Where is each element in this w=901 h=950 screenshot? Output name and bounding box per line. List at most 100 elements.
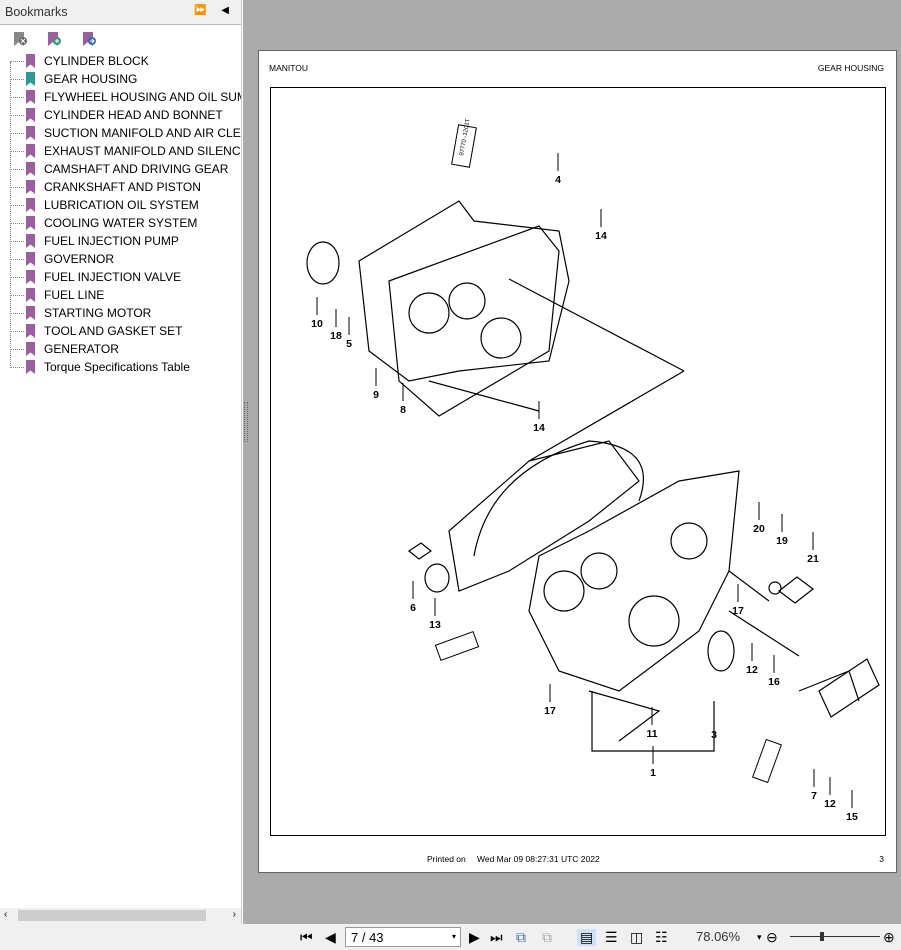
page-number: 3	[879, 854, 884, 864]
zoom-in-button[interactable]: ⊕	[883, 929, 895, 945]
bookmark-item[interactable]: STARTING MOTOR	[10, 304, 151, 322]
bookmark-icon	[26, 180, 35, 194]
continuous-facing-view-icon[interactable]: ☷	[655, 929, 668, 945]
tree-dots	[10, 132, 24, 134]
zoom-out-button[interactable]: ⊖	[766, 929, 778, 945]
bookmark-icon	[26, 234, 35, 248]
bookmarks-tree: CYLINDER BLOCK GEAR HOUSING FLYWHEEL HOUSI…	[0, 24, 241, 908]
bookmark-label: Torque Specifications Table	[44, 360, 190, 374]
part-callout: 19	[776, 535, 788, 547]
part-callout: 14	[533, 422, 545, 434]
bookmark-icon	[26, 252, 35, 266]
zoom-slider-thumb[interactable]	[820, 932, 824, 941]
bookmarks-title: Bookmarks	[5, 5, 68, 19]
bookmark-item[interactable]: FUEL LINE	[10, 286, 104, 304]
chevron-down-icon[interactable]: ▾	[451, 932, 456, 941]
panel-splitter[interactable]	[244, 402, 248, 442]
bookmark-item[interactable]: CRANKSHAFT AND PISTON	[10, 178, 201, 196]
bookmark-label: FUEL INJECTION VALVE	[44, 270, 182, 284]
next-view-icon[interactable]: ⧉	[542, 929, 552, 945]
facing-view-icon[interactable]: ◫	[630, 929, 644, 945]
scrollbar-thumb[interactable]	[18, 910, 206, 921]
tree-dots	[10, 96, 24, 98]
bookmark-label: CAMSHAFT AND DRIVING GEAR	[44, 162, 229, 176]
bookmark-icon	[26, 360, 35, 374]
part-callout: 11	[646, 728, 657, 740]
bookmark-item[interactable]: CYLINDER BLOCK	[10, 52, 149, 70]
bookmark-icon	[26, 324, 35, 338]
previous-page-button[interactable]: ◀	[325, 929, 336, 945]
diagram-frame	[270, 87, 886, 836]
tree-dots	[10, 222, 24, 224]
bookmark-icon	[26, 162, 35, 176]
bookmark-label: STARTING MOTOR	[44, 306, 152, 320]
document-viewer[interactable]: MANITOU GEAR HOUSING	[243, 0, 901, 924]
horizontal-scrollbar[interactable]: ‹ ›	[0, 908, 241, 924]
bookmark-icon	[26, 198, 35, 212]
bookmark-label: GEAR HOUSING	[44, 72, 138, 86]
tree-connector	[10, 62, 11, 368]
zoom-slider[interactable]	[790, 932, 880, 941]
bookmark-item[interactable]: LUBRICATION OIL SYSTEM	[10, 196, 199, 214]
bookmark-item[interactable]: SUCTION MANIFOLD AND AIR CLEANER	[10, 124, 241, 142]
zoom-level[interactable]: 78.06%	[696, 929, 741, 944]
bookmark-label: EXHAUST MANIFOLD AND SILENCER	[44, 144, 241, 158]
bookmark-item[interactable]: Torque Specifications Table	[10, 358, 190, 376]
part-callout: 17	[732, 605, 744, 617]
pdf-page: MANITOU GEAR HOUSING	[258, 50, 897, 873]
part-callout: 21	[807, 553, 819, 565]
part-callout: 4	[555, 174, 561, 186]
bookmark-icon	[26, 54, 35, 68]
part-callout: 16	[768, 676, 780, 688]
bookmark-item[interactable]: GEAR HOUSING	[10, 70, 137, 88]
bookmark-item[interactable]: FUEL INJECTION VALVE	[10, 268, 181, 286]
tree-dots	[10, 114, 24, 116]
tree-dots	[10, 258, 24, 260]
tree-dots	[10, 60, 24, 62]
continuous-view-icon[interactable]: ☰	[605, 929, 618, 945]
bookmark-icon	[26, 90, 35, 104]
tree-dots	[10, 366, 24, 368]
part-callout: 7	[811, 790, 817, 802]
bookmark-label: GENERATOR	[44, 342, 119, 356]
previous-view-icon[interactable]: ⧉	[516, 929, 526, 945]
bookmark-icon	[26, 270, 35, 284]
page-number-value: 7 / 43	[351, 930, 384, 945]
tree-dots	[10, 168, 24, 170]
next-page-button[interactable]: ▶	[469, 929, 480, 945]
bookmarks-header: Bookmarks	[0, 0, 241, 24]
bookmark-item[interactable]: COOLING WATER SYSTEM	[10, 214, 197, 232]
bookmark-item[interactable]: CAMSHAFT AND DRIVING GEAR	[10, 160, 228, 178]
bookmark-label: CYLINDER BLOCK	[44, 54, 149, 68]
sealant-tube-icons	[434, 124, 782, 784]
panel-controls[interactable]: ⏩ ◀	[194, 5, 235, 16]
bookmark-icon	[26, 144, 35, 158]
part-callout: 20	[753, 523, 765, 535]
go-to-bookmark-icon[interactable]	[81, 31, 97, 47]
part-callout: 10	[311, 318, 323, 330]
page-number-field[interactable]: 7 / 43 ▾	[345, 927, 461, 947]
navigation-toolbar: ⏮ ◀ 7 / 43 ▾ ▶ ⏭ ⧉ ⧉ ▤ ☰ ◫ ☷ 78.06% ▾ ⊖ ⊕	[0, 924, 901, 950]
gear-housing-exploded-diagram: 97770 -1201T 414101859814201921613171216…	[306, 118, 880, 823]
bookmark-item[interactable]: FUEL INJECTION PUMP	[10, 232, 179, 250]
tree-dots	[10, 78, 24, 80]
delete-bookmark-icon[interactable]	[12, 31, 28, 47]
part-callout: 17	[544, 705, 556, 717]
bookmark-item[interactable]: TOOL AND GASKET SET	[10, 322, 183, 340]
zoom-dropdown-icon[interactable]: ▾	[757, 932, 762, 942]
part-callout: 1	[650, 767, 656, 779]
single-page-view-icon[interactable]: ▤	[577, 929, 597, 946]
first-page-button[interactable]: ⏮	[300, 929, 313, 945]
bookmark-item[interactable]: EXHAUST MANIFOLD AND SILENCER	[10, 142, 241, 160]
bookmark-item[interactable]: FLYWHEEL HOUSING AND OIL SUMP	[10, 88, 241, 106]
bookmark-item[interactable]: CYLINDER HEAD AND BONNET	[10, 106, 223, 124]
tree-dots	[10, 330, 24, 332]
bookmark-icon	[26, 126, 35, 140]
bookmark-item[interactable]: GENERATOR	[10, 340, 119, 358]
bookmark-item[interactable]: GOVERNOR	[10, 250, 114, 268]
page-brand: MANITOU	[269, 63, 309, 73]
bookmark-label: FUEL LINE	[44, 288, 105, 302]
add-bookmark-icon[interactable]	[46, 31, 62, 47]
part-callout: 6	[410, 602, 416, 614]
last-page-button[interactable]: ⏭	[490, 929, 503, 945]
